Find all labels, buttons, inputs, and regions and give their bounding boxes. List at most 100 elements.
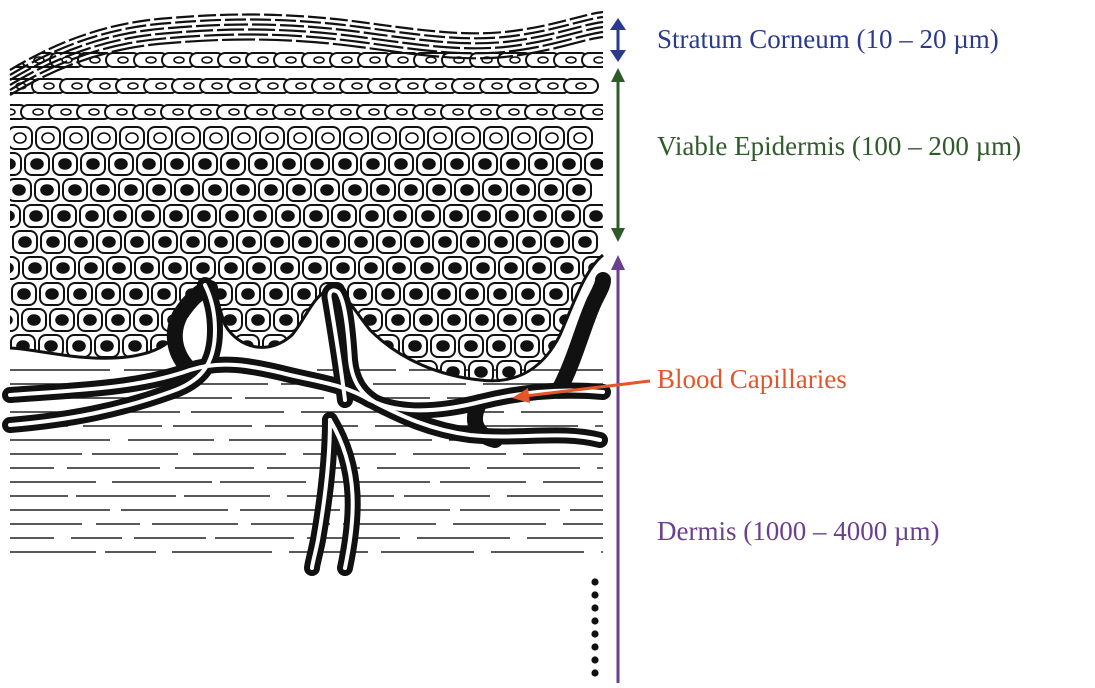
cell-nucleus [342, 57, 352, 63]
cell-nucleus [87, 159, 99, 169]
cell-nucleus [451, 159, 463, 169]
cell-nucleus [146, 57, 156, 63]
cell-nucleus [70, 133, 82, 143]
cell-nucleus [100, 83, 110, 89]
cell-nucleus [434, 133, 446, 143]
cell-nucleus [367, 159, 379, 169]
cell-nucleus [545, 185, 557, 195]
cell-nucleus [421, 263, 433, 273]
cell-nucleus [465, 341, 477, 351]
cell-nucleus [44, 83, 54, 89]
cell-nucleus [29, 263, 41, 273]
cell-nucleus [308, 315, 320, 325]
stratum-corneum-label: Stratum Corneum (10 – 20 µm) [657, 26, 999, 53]
cell-nucleus [475, 367, 487, 377]
cell-nucleus [0, 367, 11, 377]
cell-nucleus [393, 263, 405, 273]
cell-nucleus [171, 159, 183, 169]
cell-nucleus [593, 109, 603, 115]
cell-nucleus [47, 237, 59, 247]
cell-nucleus [114, 211, 126, 221]
cell-nucleus [382, 289, 394, 299]
cell-nucleus [103, 237, 115, 247]
stratum-corneum-arrow [610, 18, 626, 62]
cell-nucleus [89, 109, 99, 115]
dermis-arrow [611, 255, 625, 683]
cell-nucleus [350, 133, 362, 143]
cell-nucleus [6, 57, 16, 63]
cell-nucleus [254, 211, 266, 221]
cell-nucleus [237, 185, 249, 195]
cell-nucleus [59, 159, 71, 169]
epidermal-cell [385, 361, 409, 383]
cell-nucleus [324, 83, 334, 89]
cell-nucleus [252, 315, 264, 325]
cell-nucleus [5, 109, 15, 115]
cell-nucleus [535, 159, 547, 169]
cell-nucleus [174, 57, 184, 63]
cell-nucleus [573, 185, 585, 195]
cell-nucleus [576, 83, 586, 89]
cell-nucleus [478, 211, 490, 221]
cell-nucleus [297, 341, 309, 351]
cell-nucleus [268, 83, 278, 89]
epidermal-cell [21, 361, 45, 383]
cell-nucleus [579, 237, 591, 247]
cell-nucleus [369, 109, 379, 115]
cell-nucleus [490, 133, 502, 143]
cell-nucleus [591, 159, 603, 169]
cell-nucleus [311, 159, 323, 169]
cell-nucleus [394, 211, 406, 221]
cell-nucleus [145, 109, 155, 115]
cell-nucleus [327, 237, 339, 247]
cell-nucleus [518, 133, 530, 143]
cell-nucleus [433, 185, 445, 195]
cell-nucleus [533, 263, 545, 273]
cell-nucleus [574, 133, 586, 143]
cell-nucleus [523, 237, 535, 247]
cell-nucleus [296, 83, 306, 89]
cell-nucleus [156, 83, 166, 89]
cell-nucleus [587, 367, 599, 377]
cell-nucleus [489, 185, 501, 195]
cell-nucleus [285, 109, 295, 115]
cell-nucleus [0, 315, 12, 325]
cell-nucleus [464, 83, 474, 89]
epidermal-cell [0, 257, 19, 279]
cell-nucleus [355, 237, 367, 247]
cell-nucleus [85, 263, 97, 273]
continuation-dot [591, 578, 598, 585]
continuation-dot [591, 669, 598, 676]
cell-nucleus [74, 289, 86, 299]
cell-nucleus [590, 211, 602, 221]
cell-nucleus [337, 263, 349, 273]
cell-nucleus [538, 57, 548, 63]
cell-nucleus [517, 185, 529, 195]
cell-nucleus [425, 109, 435, 115]
cell-nucleus [182, 133, 194, 143]
cell-nucleus [199, 159, 211, 169]
cell-nucleus [112, 315, 124, 325]
blood-capillaries-label: Blood Capillaries [657, 366, 847, 393]
cell-nucleus [131, 237, 143, 247]
cell-nucleus [118, 57, 128, 63]
cell-nucleus [153, 185, 165, 195]
cell-nucleus [257, 109, 267, 115]
cell-nucleus [566, 57, 576, 63]
cell-nucleus [476, 315, 488, 325]
cell-nucleus [86, 211, 98, 221]
cell-nucleus [101, 341, 113, 351]
cell-nucleus [298, 289, 310, 299]
epidermal-cell [413, 361, 437, 383]
dermis-continuation-dots [591, 578, 598, 676]
continuation-dot [591, 643, 598, 650]
cell-nucleus [450, 211, 462, 221]
cell-nucleus [324, 393, 336, 403]
cell-nucleus [481, 109, 491, 115]
cell-nucleus [462, 133, 474, 143]
cell-nucleus [321, 185, 333, 195]
cell-nucleus [398, 57, 408, 63]
cell-nucleus [493, 341, 505, 351]
cell-nucleus [281, 263, 293, 273]
cell-nucleus [209, 185, 221, 195]
